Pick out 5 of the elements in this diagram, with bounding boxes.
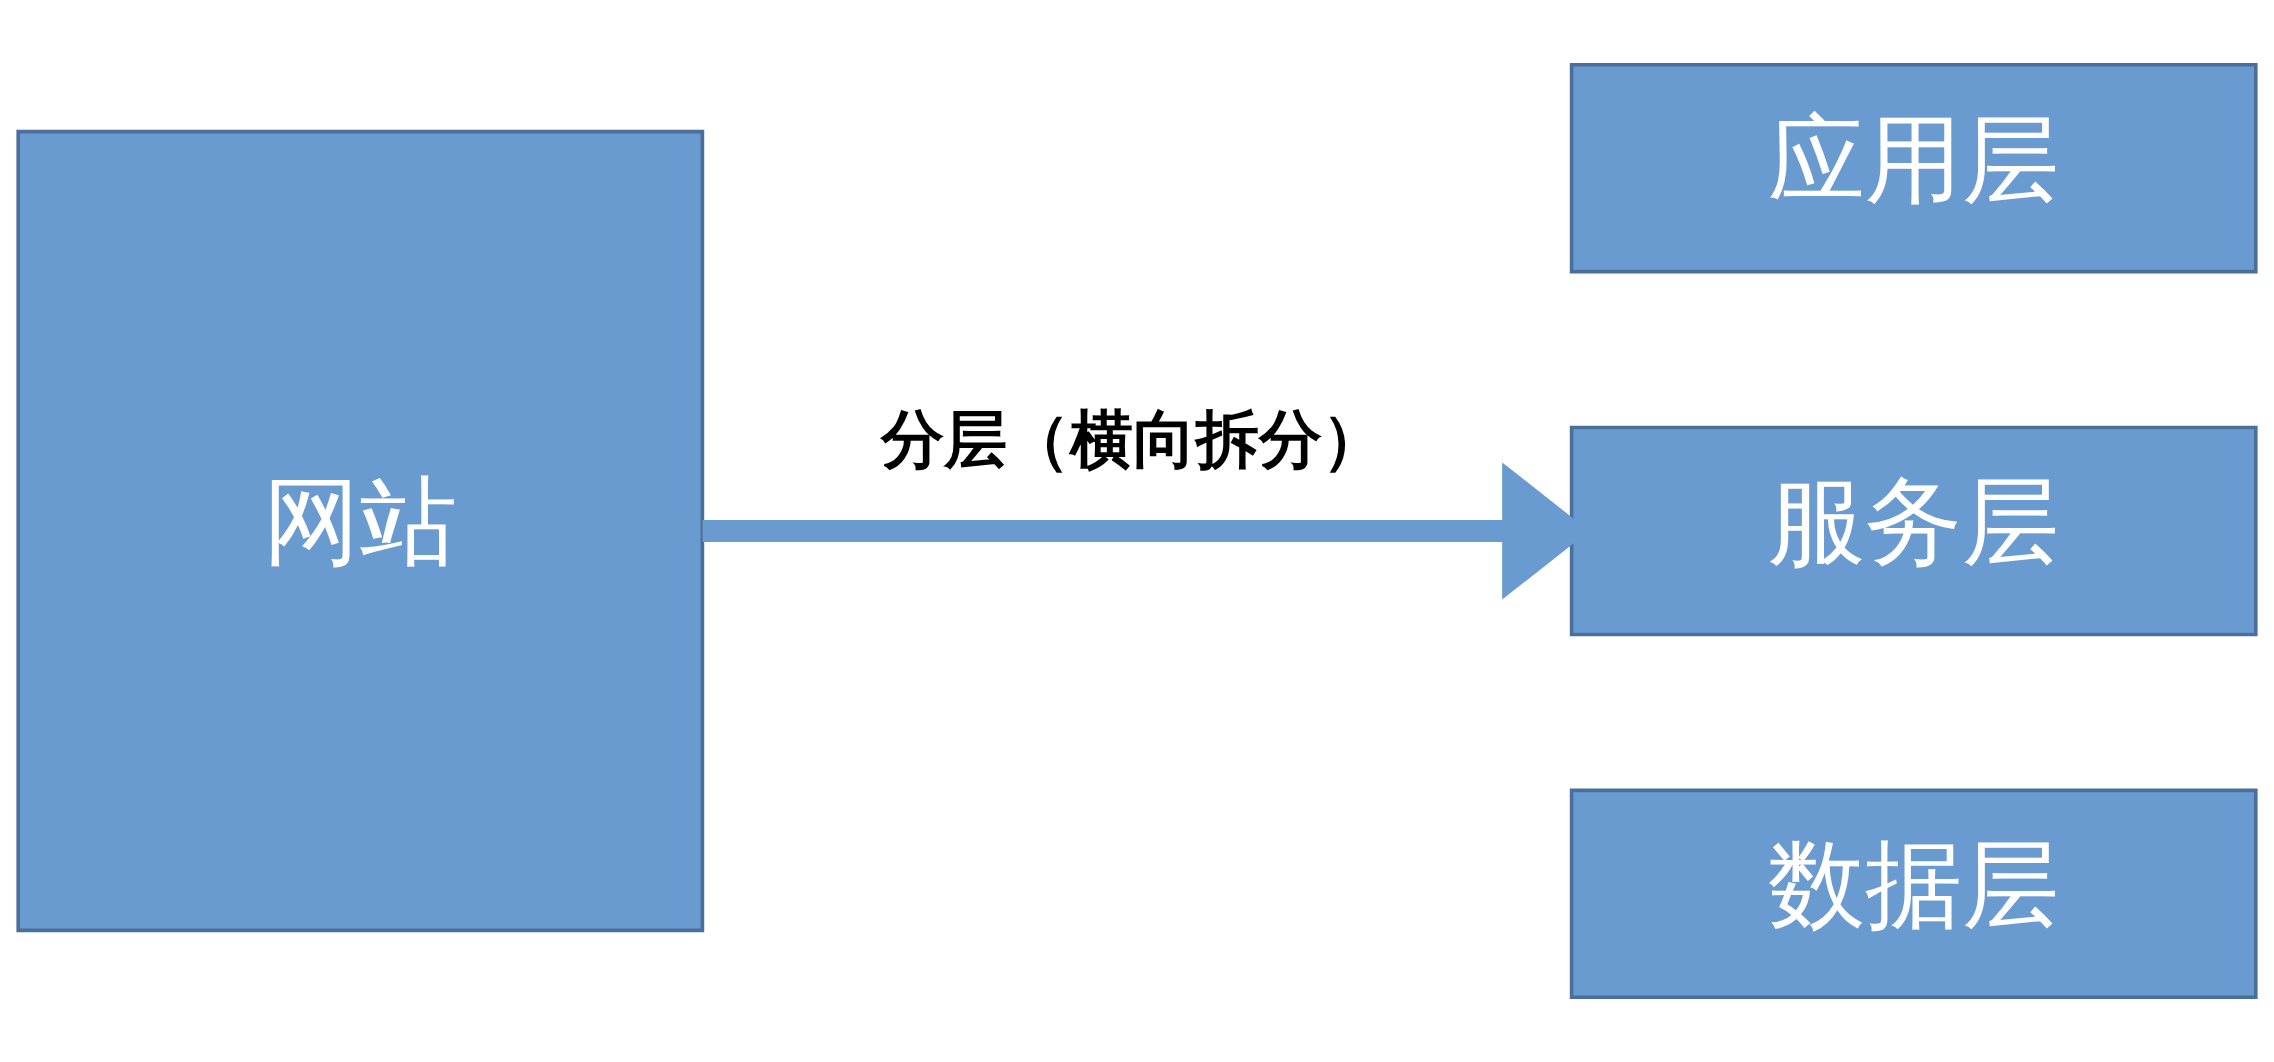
edge-label: 分层（横向拆分） (881, 402, 1386, 477)
node-box: 数据层 (1569, 788, 2258, 1000)
node-box: 网站 (16, 129, 705, 933)
node-box: 应用层 (1569, 62, 2258, 274)
node-box: 服务层 (1569, 425, 2258, 637)
